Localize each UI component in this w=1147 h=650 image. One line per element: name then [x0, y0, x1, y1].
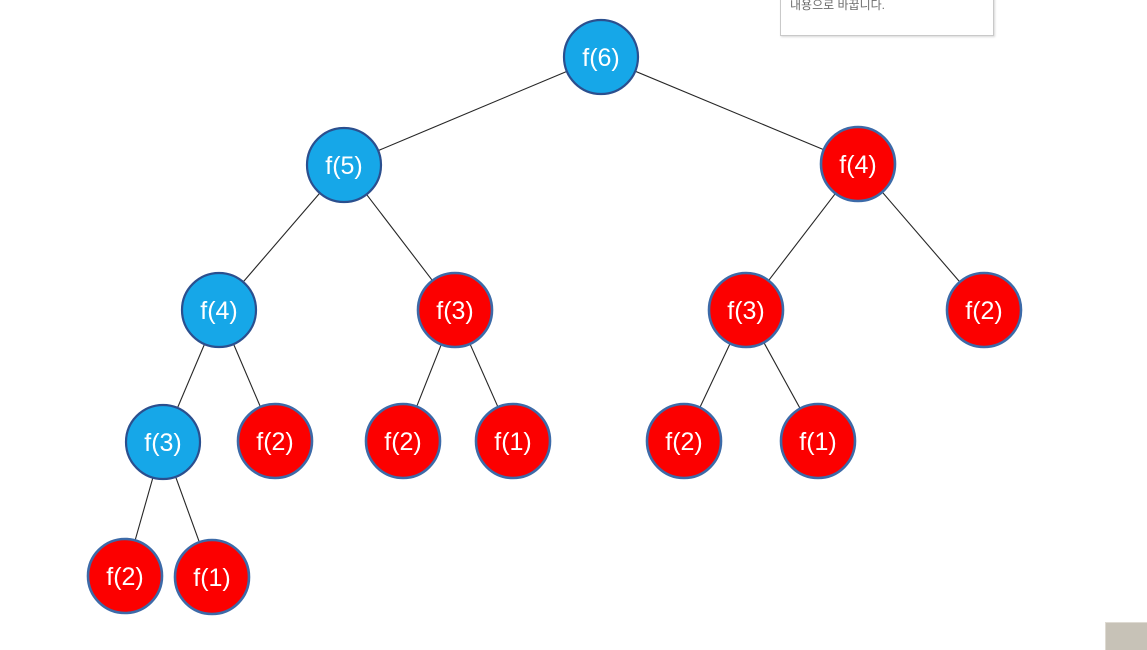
- tree-node[interactable]: f(1): [474, 402, 552, 480]
- tree-edge: [365, 193, 434, 282]
- tree-node-circle[interactable]: [236, 402, 314, 480]
- tree-node[interactable]: f(4): [180, 271, 258, 349]
- tree-edge: [767, 192, 837, 282]
- tree-edges: [134, 70, 961, 544]
- tree-edge: [232, 342, 262, 409]
- tree-node[interactable]: f(2): [364, 402, 442, 480]
- tree-edge: [174, 475, 201, 544]
- tree-nodes: f(6) f(5) f(4) f(4) f(3) f(3) f(2) f(3) f(2) f(2)…: [86, 18, 1023, 616]
- tree-node-circle[interactable]: [779, 402, 857, 480]
- tree-edge: [242, 191, 321, 284]
- tree-node[interactable]: f(1): [779, 402, 857, 480]
- tree-node-circle[interactable]: [945, 271, 1023, 349]
- tree-edge: [881, 190, 961, 284]
- tree-node-circle[interactable]: [124, 403, 202, 481]
- tree-edge: [176, 342, 206, 410]
- tree-node[interactable]: f(3): [416, 271, 494, 349]
- tree-edge: [634, 70, 825, 151]
- tree-node-circle[interactable]: [305, 126, 383, 204]
- tree-edge: [698, 342, 732, 409]
- tree-node[interactable]: f(3): [124, 403, 202, 481]
- tree-node-circle[interactable]: [707, 271, 785, 349]
- tree-node[interactable]: f(1): [173, 538, 251, 616]
- tree-edge: [469, 342, 499, 409]
- tree-node[interactable]: f(2): [236, 402, 314, 480]
- replace-text-tooltip: 변경할 텍스트를 검색하고 다른 내용으로 바꿉니다.: [780, 0, 994, 36]
- tree-node[interactable]: f(6): [562, 18, 640, 96]
- tree-node[interactable]: f(5): [305, 126, 383, 204]
- tree-node-circle[interactable]: [86, 537, 164, 615]
- tree-node-circle[interactable]: [474, 402, 552, 480]
- tree-node[interactable]: f(2): [645, 402, 723, 480]
- tree-node[interactable]: f(4): [819, 125, 897, 203]
- corner-panel: [1105, 622, 1147, 650]
- tree-node[interactable]: f(2): [945, 271, 1023, 349]
- tree-node-circle[interactable]: [364, 402, 442, 480]
- tree-edge: [415, 343, 443, 408]
- tree-node-circle[interactable]: [416, 271, 494, 349]
- tree-node[interactable]: f(3): [707, 271, 785, 349]
- tree-edge: [134, 476, 154, 542]
- tree-node-circle[interactable]: [180, 271, 258, 349]
- tree-edge: [762, 341, 802, 410]
- tree-node-circle[interactable]: [173, 538, 251, 616]
- tooltip-text: 변경할 텍스트를 검색하고 다른 내용으로 바꿉니다.: [790, 0, 885, 12]
- tree-edge: [376, 70, 569, 152]
- tree-node-circle[interactable]: [562, 18, 640, 96]
- tree-node[interactable]: f(2): [86, 537, 164, 615]
- tree-node-circle[interactable]: [819, 125, 897, 203]
- tree-node-circle[interactable]: [645, 402, 723, 480]
